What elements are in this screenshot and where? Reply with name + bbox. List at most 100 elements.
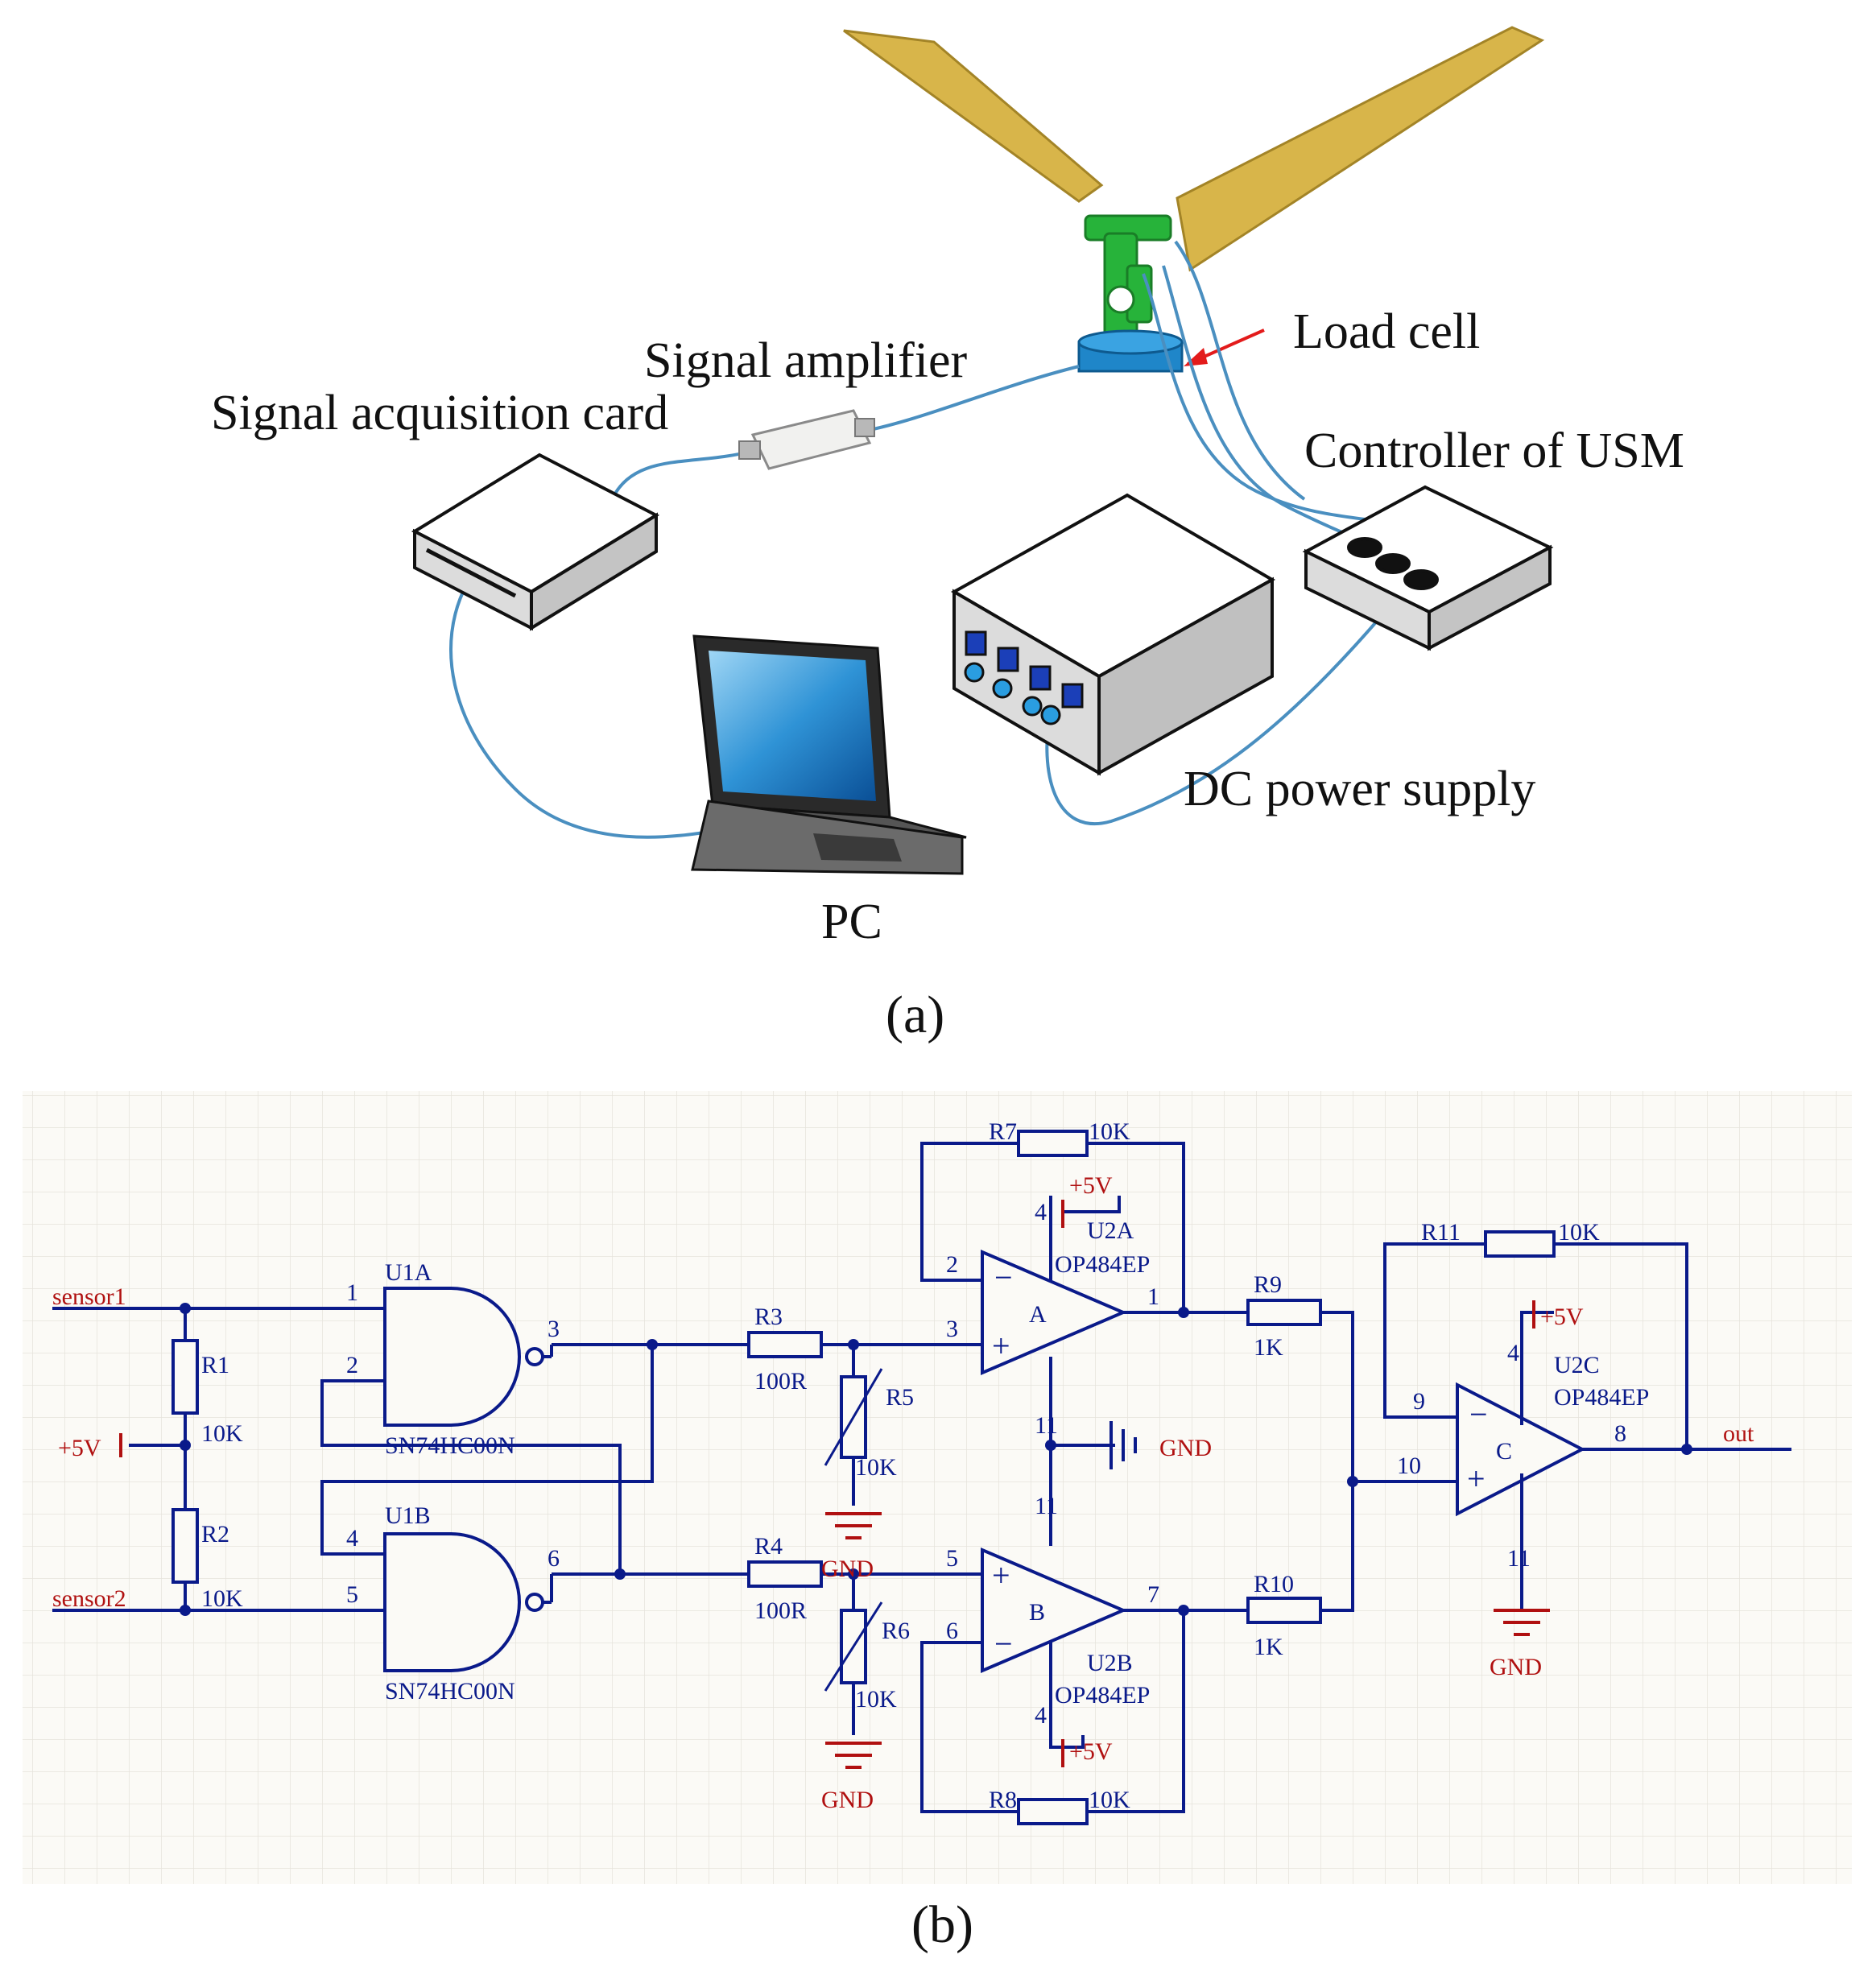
svg-text:7: 7 [1147, 1581, 1159, 1608]
load-cell [1077, 329, 1184, 373]
r1-ref: R1 [201, 1352, 229, 1378]
svg-text:8: 8 [1614, 1420, 1626, 1447]
left-wing [843, 29, 1104, 203]
signal-acquisition-card-label: Signal acquisition card [211, 386, 668, 440]
resistor-r4 [747, 1560, 823, 1588]
svg-text:1: 1 [1147, 1283, 1159, 1310]
r2-value: 10K [201, 1585, 243, 1612]
opamp-u2c [1456, 1382, 1586, 1517]
signal-acquisition-card [411, 452, 660, 631]
u2c-unit: C [1496, 1438, 1512, 1465]
svg-text:6: 6 [548, 1545, 560, 1572]
controller-usm-label: Controller of USM [1304, 424, 1684, 478]
net-vcc-2: +5V [1069, 1172, 1113, 1199]
resistor-r8 [1017, 1798, 1089, 1825]
svg-text:4: 4 [1035, 1702, 1047, 1729]
u1b-part: SN74HC00N [385, 1678, 515, 1705]
svg-text:−: − [1469, 1396, 1488, 1432]
resistor-r1 [171, 1339, 199, 1415]
u1b-ref: U1B [385, 1502, 431, 1529]
nand-gates [383, 1287, 544, 1672]
junctions [180, 1303, 1692, 1616]
r8-value: 10K [1089, 1787, 1130, 1813]
svg-text:5: 5 [346, 1581, 358, 1608]
net-gnd-2: GND [821, 1556, 874, 1582]
net-gnd-3: GND [821, 1787, 874, 1813]
r9-value: 1K [1254, 1334, 1283, 1361]
r10-ref: R10 [1254, 1571, 1294, 1597]
svg-text:2: 2 [346, 1352, 358, 1378]
resistor-r9 [1246, 1299, 1322, 1326]
r10-value: 1K [1254, 1634, 1283, 1660]
svg-text:11: 11 [1507, 1545, 1531, 1572]
net-sensor1: sensor1 [52, 1283, 126, 1310]
caption-b: (b) [911, 1895, 973, 1954]
net-sensor2: sensor2 [52, 1585, 126, 1612]
resistor-r7 [1017, 1130, 1089, 1157]
panel-b: −+ +− −+ sensor1 sensor2 +5V +5V +5V +5V… [23, 1091, 1852, 1884]
r6-ref: R6 [882, 1618, 910, 1644]
svg-text:4: 4 [1035, 1199, 1047, 1225]
net-vcc-1: +5V [58, 1435, 101, 1461]
svg-text:+: + [992, 1328, 1010, 1364]
pc-label: PC [821, 895, 882, 949]
r1-value: 10K [201, 1420, 243, 1447]
caption-a: (a) [886, 986, 944, 1044]
controller-usm [1302, 485, 1554, 651]
svg-text:−: − [994, 1259, 1013, 1295]
net-gnd-1: GND [1159, 1435, 1212, 1461]
resistor-r2 [171, 1508, 199, 1584]
u1a-ref: U1A [385, 1259, 432, 1286]
r8-ref: R8 [989, 1787, 1017, 1813]
signal-amplifier-label: Signal amplifier [644, 333, 968, 388]
load-cell-label: Load cell [1293, 304, 1480, 359]
r7-value: 10K [1089, 1118, 1130, 1145]
op-amps [981, 1249, 1586, 1674]
resistor-r3 [747, 1331, 823, 1358]
r5-ref: R5 [886, 1384, 914, 1411]
svg-text:9: 9 [1413, 1388, 1425, 1415]
svg-text:5: 5 [946, 1545, 958, 1572]
r3-value: 100R [754, 1368, 807, 1395]
r4-ref: R4 [754, 1533, 783, 1560]
r3-ref: R3 [754, 1304, 783, 1330]
opamp-u2b [981, 1547, 1128, 1674]
net-vcc-3: +5V [1540, 1304, 1584, 1330]
u2b-ref: U2B [1087, 1650, 1133, 1676]
u2a-ref: U2A [1087, 1217, 1134, 1244]
r4-value: 100R [754, 1597, 807, 1624]
resistor-r11 [1484, 1230, 1556, 1258]
u2b-part: OP484EP [1055, 1682, 1150, 1709]
svg-text:+: + [1467, 1461, 1486, 1497]
r11-value: 10K [1558, 1219, 1600, 1246]
svg-text:2: 2 [946, 1251, 958, 1278]
u2b-unit: B [1029, 1599, 1045, 1626]
nand-u1a [383, 1287, 521, 1427]
svg-text:3: 3 [946, 1316, 958, 1342]
svg-text:6: 6 [946, 1618, 958, 1644]
r9-ref: R9 [1254, 1271, 1282, 1298]
nand-u1b [383, 1532, 521, 1672]
resistor-r10 [1246, 1597, 1322, 1624]
flapping-mechanism [1084, 214, 1172, 348]
svg-text:+: + [992, 1557, 1010, 1593]
svg-text:4: 4 [346, 1525, 358, 1552]
net-vcc-4: +5V [1069, 1738, 1113, 1765]
r6-value: 10K [855, 1686, 897, 1713]
r5-value: 10K [855, 1454, 897, 1481]
variable-resistor-arrows [824, 1368, 883, 1692]
r11-ref: R11 [1421, 1219, 1461, 1246]
opamp-u2a [981, 1249, 1128, 1376]
net-gnd-4: GND [1490, 1654, 1542, 1680]
u2a-part: OP484EP [1055, 1251, 1150, 1278]
u2a-unit: A [1029, 1301, 1047, 1328]
net-out: out [1723, 1420, 1754, 1447]
r7-ref: R7 [989, 1118, 1017, 1145]
power-symbols [119, 1200, 1550, 1769]
svg-text:3: 3 [548, 1316, 560, 1342]
signal-amplifier [738, 409, 875, 470]
r2-ref: R2 [201, 1521, 229, 1548]
u1a-part: SN74HC00N [385, 1432, 515, 1459]
svg-text:11: 11 [1035, 1493, 1058, 1519]
